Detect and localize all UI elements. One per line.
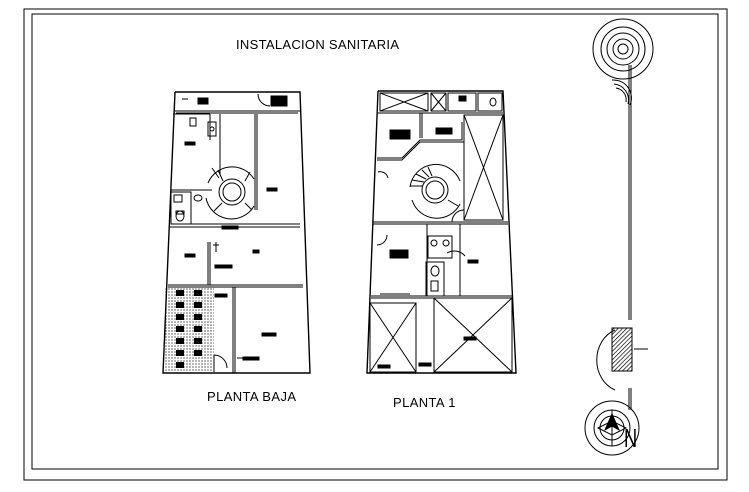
columns-planta-baja [176,290,202,368]
north-arrow-icon [584,400,640,456]
toilet-icon-planta-1 [430,265,440,277]
inner-frame [31,13,719,470]
sink-icon [193,194,203,202]
plan-caption-planta-1: PLANTA 1 [393,395,456,410]
stair-icon-planta-1 [409,163,461,219]
plan-planta-1 [366,90,517,374]
stair-icon [205,166,255,220]
logo-seal-icon [592,18,654,106]
plan-planta-baja [162,91,311,374]
north-label: N [624,423,638,453]
plan-caption-planta-baja: PLANTA BAJA [207,389,297,404]
outer-frame [23,8,728,481]
title-block [628,65,632,410]
drawing-title: INSTALACION SANITARIA [236,37,400,52]
seal-stamp-icon [596,327,648,391]
toilet-icon [175,210,185,222]
